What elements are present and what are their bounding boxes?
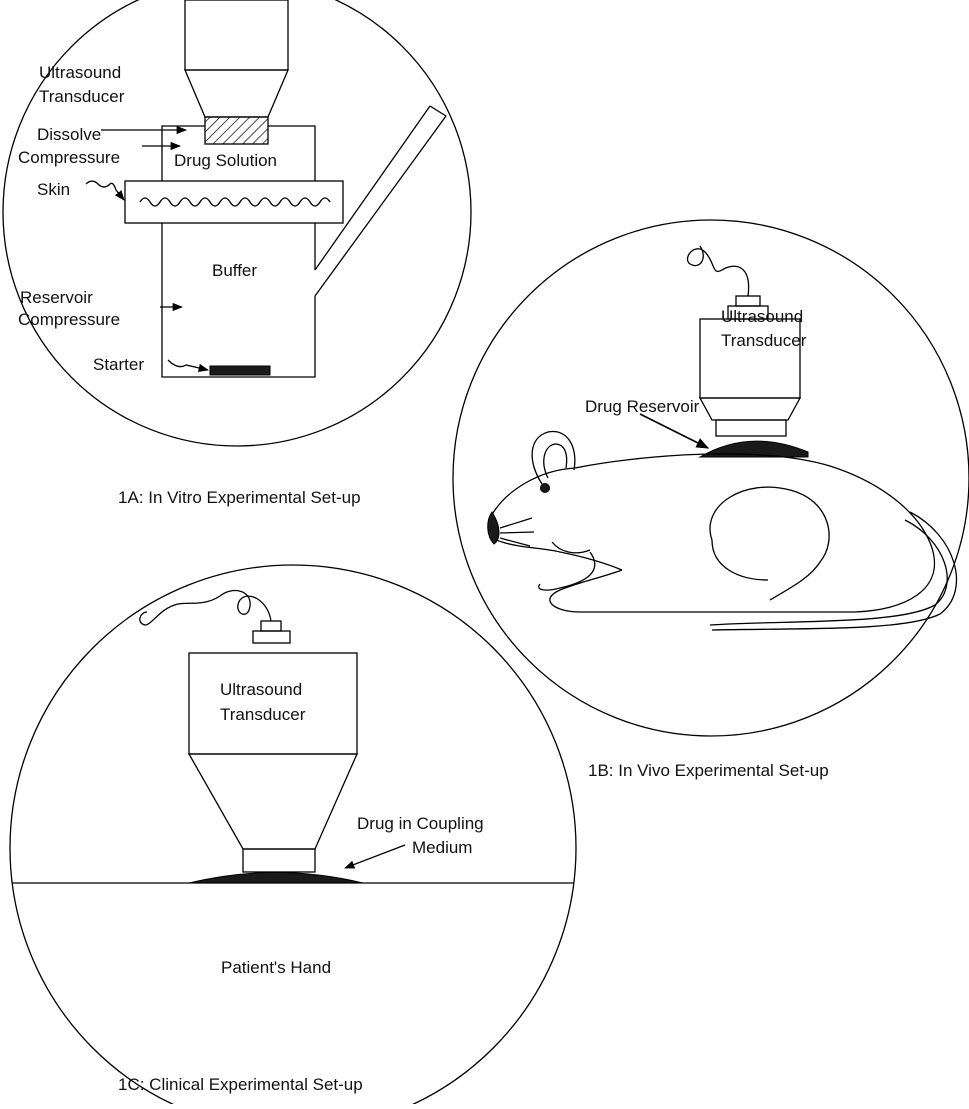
panel-b-whisker-3 — [499, 537, 531, 547]
panel-c-transducer-tip — [242, 848, 316, 873]
panel-b-connector-top — [735, 295, 761, 307]
panel-b-transducer-cone — [698, 397, 802, 421]
panel-a-label-starter: Starter — [93, 355, 144, 374]
panel-b-mouse-tail-top — [709, 519, 948, 626]
panel-c-clinical: Ultrasound Transducer Drug in Coupling M… — [9, 564, 577, 1109]
panel-b-mouse-hind-leg — [709, 486, 830, 601]
panel-a-skin-arrow — [85, 180, 125, 201]
panel-a-skin-layer — [124, 180, 344, 224]
panel-c-connector-top — [260, 620, 282, 632]
panel-a-skin-cells — [139, 197, 331, 207]
panel-c-label-transducer-1: Ultrasound — [220, 680, 302, 699]
panel-c-cable — [139, 589, 272, 626]
panel-c-connector-base — [252, 630, 291, 644]
panel-b-in-vivo: Ultrasound Transducer Drug Reservoir 1B:… — [452, 219, 969, 780]
panel-a-in-vitro: Ultrasound Transducer Dissolve Compressu… — [2, 0, 472, 507]
panel-c-label-drug-2: Medium — [412, 838, 472, 857]
panel-b-whisker-2 — [499, 531, 535, 534]
panel-a-label-reservoir-1: Reservoir — [20, 288, 93, 307]
panel-a-starter-bar — [209, 365, 271, 376]
panel-a-starter-arrow — [167, 359, 210, 372]
panel-a-donor-right-wall — [268, 125, 316, 181]
panel-b-label-drug-reservoir: Drug Reservoir — [585, 397, 700, 416]
panel-b-mouse-body — [549, 453, 935, 613]
panel-c-transducer-cone — [187, 753, 358, 850]
panel-a-caption: 1A: In Vitro Experimental Set-up — [118, 488, 361, 507]
panel-b-reservoir-arrow — [639, 413, 710, 449]
panel-a-circle — [2, 0, 472, 447]
panel-b-circle — [452, 219, 969, 737]
panel-c-label-transducer-2: Transducer — [220, 705, 306, 724]
panel-a-arm-inner — [314, 105, 431, 271]
panel-b-caption: 1B: In Vivo Experimental Set-up — [588, 761, 829, 780]
panel-a-label-drug-solution: Drug Solution — [174, 151, 277, 170]
panel-c-label-drug-1: Drug in Coupling — [357, 814, 484, 833]
panel-a-label-dissolve-1: Dissolve — [37, 125, 101, 144]
panel-b-mouse-hind-foot — [711, 539, 769, 581]
panel-a-donor-left-wall — [161, 125, 205, 181]
panel-a-label-skin: Skin — [37, 180, 70, 199]
panel-c-transducer-body — [188, 652, 358, 755]
panel-b-mouse-front-leg — [538, 551, 596, 591]
panel-c-drug-medium — [188, 872, 364, 884]
panel-b-transducer-tip — [715, 419, 787, 437]
panel-c-label-hand: Patient's Hand — [221, 958, 331, 977]
panel-b-mouse-head — [488, 467, 623, 571]
panel-b-label-transducer-2: Transducer — [721, 331, 807, 350]
panel-b-mouse-tail-bottom — [711, 511, 958, 631]
panel-a-arm-outer — [314, 115, 447, 297]
panel-a-label-reservoir-2: Compressure — [18, 310, 120, 329]
panel-b-whisker-1 — [499, 517, 533, 529]
panel-a-transducer-body — [184, 0, 289, 71]
panel-a-transducer-tip — [204, 116, 269, 145]
panel-a-label-buffer: Buffer — [212, 261, 257, 280]
panel-c-circle — [9, 564, 577, 1109]
panel-b-drug-reservoir — [698, 440, 809, 458]
panel-c-drug-arrow — [344, 844, 406, 869]
panel-b-mouse-mouth — [551, 541, 591, 554]
panel-a-transducer-cone — [184, 69, 289, 118]
panel-b-cable — [686, 245, 750, 297]
panel-b-mouse-eye — [540, 483, 550, 493]
panel-b-mouse-nose — [487, 511, 500, 545]
panel-a-arm-tip — [429, 105, 447, 117]
panel-c-caption: 1C: Clinical Experimental Set-up — [118, 1075, 363, 1094]
panel-b-label-transducer-1: Ultrasound — [721, 307, 803, 326]
panel-a-label-transducer-2: Transducer — [39, 87, 125, 106]
panel-b-mouse-ear-inner — [543, 443, 568, 479]
panel-b-mouse-ear — [531, 430, 576, 485]
panel-a-label-transducer-1: Ultrasound — [39, 63, 121, 82]
panel-a-label-dissolve-2: Compressure — [18, 148, 120, 167]
panel-a-receptor-chamber — [161, 223, 316, 378]
